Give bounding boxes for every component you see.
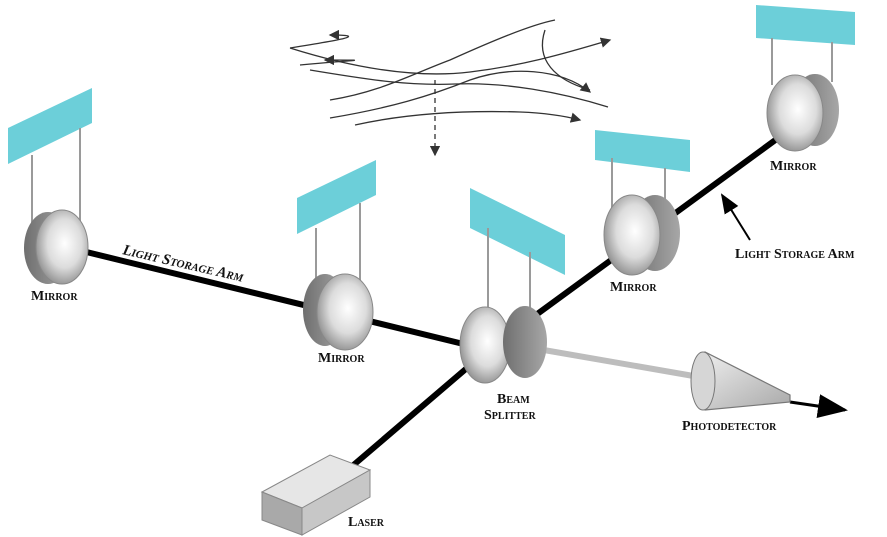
label-mirror-left-inner: Mirror [318,351,365,366]
arm-label-pointer [720,193,751,241]
label-photodetector: Photodetector [682,419,777,434]
mirror-far-left [8,88,92,285]
mirror-mount [8,88,92,164]
mirror-face [35,209,89,285]
label-mirror-far-right: Mirror [770,159,817,174]
laser-box [260,454,372,536]
wave-field-lines [289,19,612,157]
laser-to-splitter-beam [347,347,491,471]
mirror-right-inner [595,130,690,276]
mirror-mount [297,160,376,234]
beam-splitter [459,188,565,384]
label-beam-splitter-line1: Beam [497,392,530,407]
mirror-face [766,74,824,152]
splitter-side [503,306,547,378]
photodetector [690,351,791,411]
label-beam-splitter-line2: Splitter [484,408,536,423]
label-arm-right: Light Storage Arm [735,247,855,262]
label-laser: Laser [348,515,385,530]
splitter-mount [470,188,565,275]
mirror-mount [595,130,690,172]
output-beam [514,342,706,381]
mirror-mount [756,5,855,45]
left-arm-beam [67,245,491,353]
laser-beams [67,119,803,471]
mirror-face [316,273,374,351]
label-mirror-far-left: Mirror [31,289,78,304]
mirror-left-inner [297,160,376,351]
mirror-far-right [756,5,855,152]
mirror-face [603,194,661,276]
detector-output-arrow [789,394,848,418]
label-mirror-right-inner: Mirror [610,280,657,295]
